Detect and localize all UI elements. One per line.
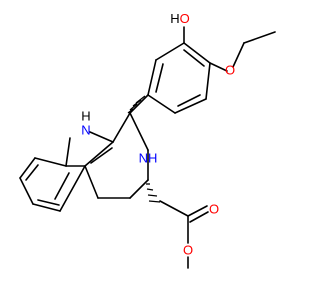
pyrrole-ring	[65, 131, 114, 167]
stereo-bond-c1	[129, 94, 149, 114]
benzo-ring	[19, 157, 86, 212]
hydroxyl-label: HO	[170, 11, 190, 26]
indole-h-label: H	[81, 109, 90, 124]
tetrahydropyridine-ring	[84, 94, 149, 199]
hashed-wedge-c1	[127, 95, 146, 114]
substituents	[183, 26, 276, 72]
structure-canvas: HO O H N NH O O	[19, 10, 276, 269]
hashed-wedge-c3	[146, 183, 161, 203]
indole-n-label: N	[81, 123, 90, 138]
ether-oxygen-label: O	[225, 63, 235, 78]
methyl-ester	[159, 200, 209, 269]
ester-oxygen-label: O	[183, 243, 193, 258]
molecule-drawing: HO O H N NH O O	[19, 11, 276, 269]
ring-nh-label: NH	[139, 151, 158, 166]
carbonyl-oxygen-label: O	[209, 202, 219, 217]
phenol-ring	[147, 42, 211, 114]
